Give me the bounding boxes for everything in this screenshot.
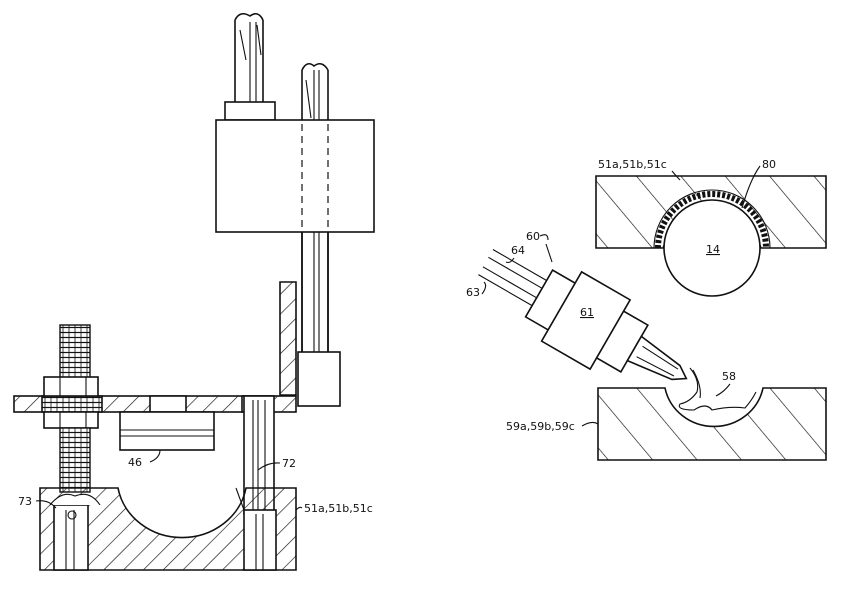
- l-bracket: [280, 282, 296, 395]
- label-63: 63: [466, 286, 480, 299]
- label-64: 64: [511, 244, 525, 257]
- upper-rod: [235, 14, 263, 102]
- label-73: 73: [18, 495, 32, 508]
- lower-mold-51: [40, 488, 296, 570]
- housing-block: [216, 120, 374, 232]
- label-51-left: 51a,51b,51c: [304, 502, 373, 515]
- left-assembly: 46 72 73 51a,51b,51c: [14, 14, 374, 570]
- label-80: 80: [762, 158, 776, 171]
- label-59: 59a,59b,59c: [506, 420, 575, 433]
- rod-end-block: [298, 352, 340, 406]
- material-58: [679, 368, 756, 410]
- label-14: 14: [706, 243, 720, 256]
- component-46: [120, 412, 214, 450]
- right-assembly: 51a,51b,51c 80 14 60 64 63 61 58 59a,59b…: [465, 158, 826, 460]
- lower-mold-59: [598, 388, 826, 460]
- label-58: 58: [722, 370, 736, 383]
- label-60: 60: [526, 230, 540, 243]
- label-46: 46: [128, 456, 142, 469]
- rod-collar: [225, 102, 275, 120]
- label-72: 72: [282, 457, 296, 470]
- lower-nut: [44, 412, 98, 428]
- label-51-right: 51a,51b,51c: [598, 158, 667, 171]
- upper-nut: [44, 377, 98, 396]
- label-61: 61: [580, 306, 594, 319]
